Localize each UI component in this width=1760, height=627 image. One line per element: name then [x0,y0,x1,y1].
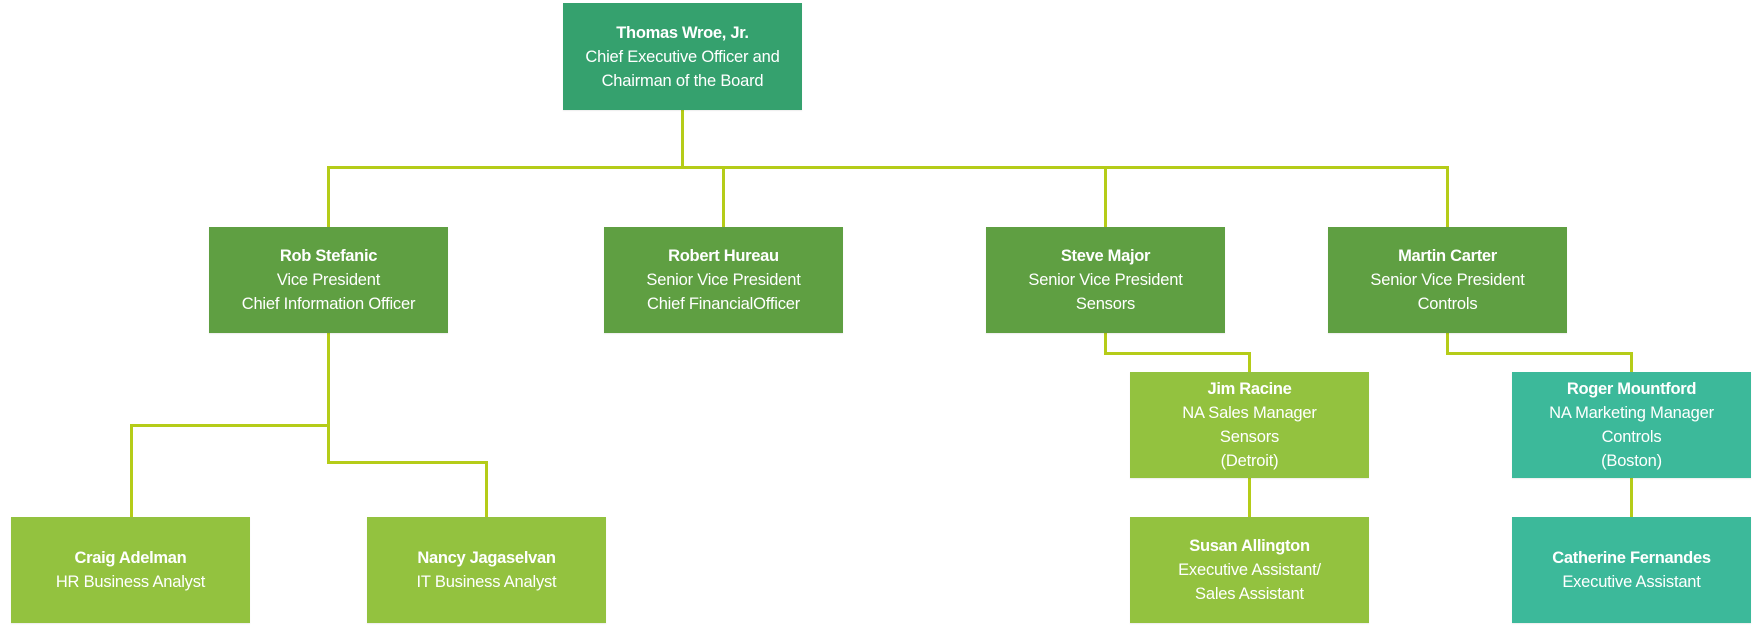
node-title: Senior Vice President [1370,271,1525,289]
node-title: Chief Executive Officer and [585,47,780,66]
node-location: (Detroit) [1220,452,1279,470]
node-title: Chief Information Officer [241,295,416,313]
node-title: Sensors [1219,428,1280,446]
connector-to-jim [1248,352,1251,372]
connector-steve-right [1104,352,1250,355]
node-title: NA Marketing Manager [1549,404,1714,422]
org-node-martin-carter[interactable]: Martin Carter Senior Vice President Cont… [1328,227,1567,333]
node-name: Robert Hureau [668,247,779,265]
connector-to-nancy [485,461,488,517]
org-node-ceo[interactable]: Thomas Wroe, Jr. Chief Executive Officer… [563,3,802,110]
node-name: Rob Stefanic [279,247,378,265]
node-name: Susan Allington [1189,537,1310,555]
node-title: Executive Assistant/ [1178,561,1321,579]
connector-to-steve [1104,166,1107,227]
node-name: Craig Adelman [74,549,187,567]
connector-jim-to-susan [1248,478,1251,517]
node-name: Thomas Wroe, Jr. [616,23,749,42]
connector-to-robert [722,166,725,227]
node-name: Nancy Jagaselvan [417,549,556,567]
node-title: Vice President [276,271,381,289]
connector-to-roger [1630,352,1633,372]
connector-rob-down [327,333,330,464]
connector-to-rob [327,166,330,227]
connector-steve-down [1104,333,1107,354]
org-node-catherine-fernandes[interactable]: Catherine Fernandes Executive Assistant [1512,517,1751,623]
connector-to-craig [130,424,133,517]
org-node-rob-stefanic[interactable]: Rob Stefanic Vice President Chief Inform… [209,227,448,333]
node-title: NA Sales Manager [1182,404,1317,422]
org-node-roger-mountford[interactable]: Roger Mountford NA Marketing Manager Con… [1512,372,1751,478]
node-title: Controls [1601,428,1662,446]
node-title: Sales Assistant [1195,585,1304,603]
connector-rob-right [327,461,487,464]
org-node-nancy-jagaselvan[interactable]: Nancy Jagaselvan IT Business Analyst [367,517,606,623]
node-title: Senior Vice President [646,271,801,289]
connector-roger-to-catherine [1630,478,1633,517]
node-title: Executive Assistant [1562,573,1701,591]
node-title: IT Business Analyst [416,573,557,591]
node-name: Roger Mountford [1566,380,1697,398]
org-node-robert-hureau[interactable]: Robert Hureau Senior Vice President Chie… [604,227,843,333]
node-title: Sensors [1075,295,1136,313]
connector-to-martin [1446,166,1449,227]
org-node-steve-major[interactable]: Steve Major Senior Vice President Sensor… [986,227,1225,333]
node-title: Chief FinancialOfficer [646,295,801,313]
node-location: (Boston) [1601,452,1662,470]
node-name: Martin Carter [1398,247,1497,265]
connector-bus [327,166,1449,169]
connector-martin-down [1446,333,1449,354]
node-title: Chairman of the Board [601,71,764,90]
connector-martin-right [1446,352,1632,355]
connector-rob-left [130,424,330,427]
node-name: Steve Major [1060,247,1151,265]
node-title: HR Business Analyst [55,573,206,591]
node-title: Controls [1417,295,1478,313]
node-name: Catherine Fernandes [1552,549,1711,567]
node-title: Senior Vice President [1028,271,1183,289]
node-name: Jim Racine [1207,380,1292,398]
connector-ceo-down [681,108,684,169]
org-node-craig-adelman[interactable]: Craig Adelman HR Business Analyst [11,517,250,623]
org-node-susan-allington[interactable]: Susan Allington Executive Assistant/ Sal… [1130,517,1369,623]
org-node-jim-racine[interactable]: Jim Racine NA Sales Manager Sensors (Det… [1130,372,1369,478]
